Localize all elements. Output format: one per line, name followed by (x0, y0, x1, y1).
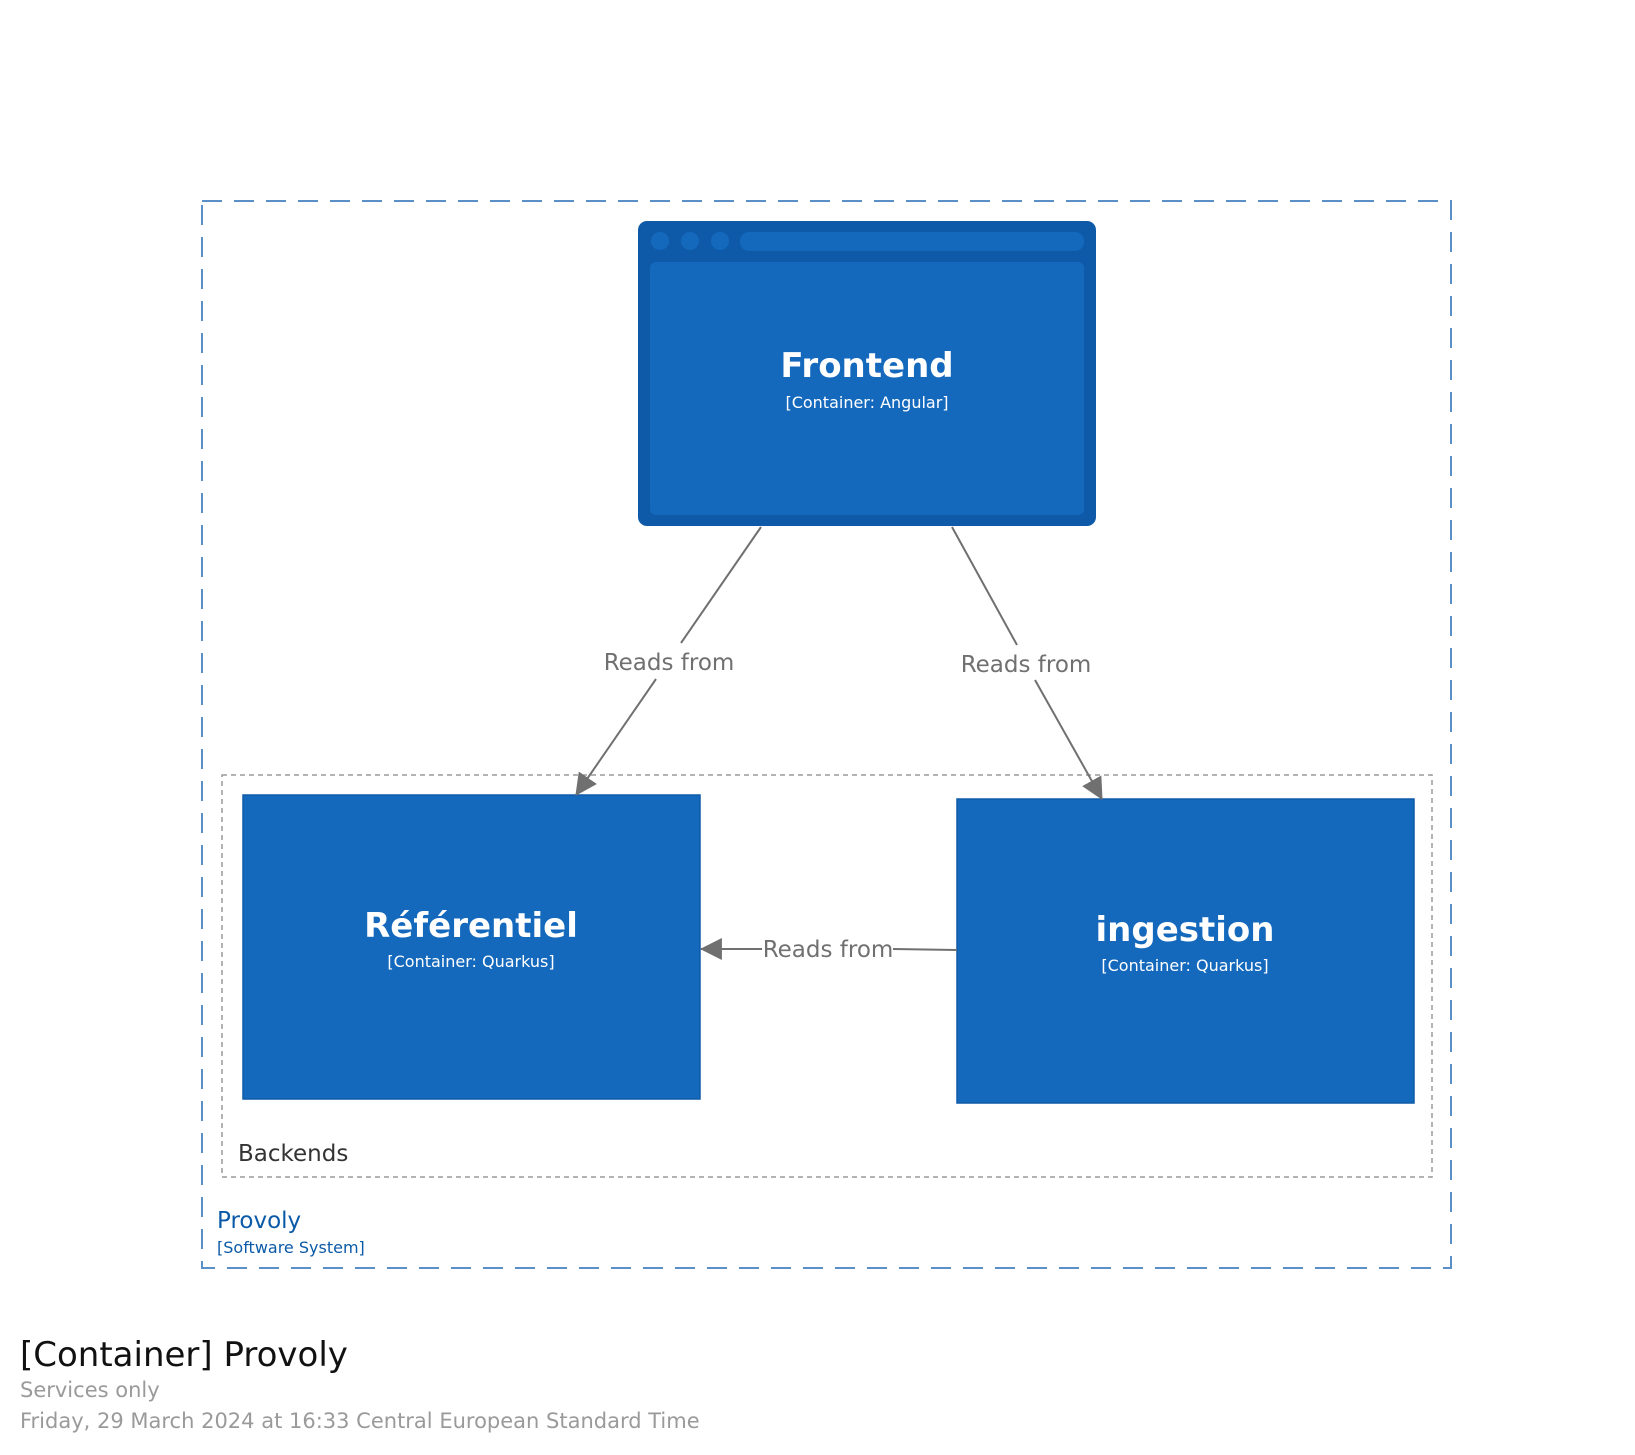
container-technology: [Container: Quarkus] (1101, 956, 1268, 975)
browser-dot-icon (651, 232, 669, 250)
relationship-frontend-referentiel[interactable]: Reads from (575, 526, 762, 796)
diagram-timestamp: Friday, 29 March 2024 at 16:33 Central E… (20, 1409, 700, 1433)
container-referentiel[interactable]: Référentiel [Container: Quarkus] (242, 794, 701, 1100)
diagram-description: Services only (20, 1378, 160, 1402)
backends-group[interactable]: Backends (221, 774, 1433, 1178)
diagram-title: [Container] Provoly (20, 1335, 348, 1375)
software-system-boundary[interactable]: Provoly [Software System] (201, 200, 1452, 1269)
container-frontend[interactable]: Frontend [Container: Angular] (638, 221, 1096, 526)
browser-address-bar (740, 232, 1084, 251)
container-ingestion[interactable]: ingestion [Container: Quarkus] (956, 798, 1415, 1104)
container-name: ingestion (1096, 910, 1275, 950)
browser-dot-icon (681, 232, 699, 250)
group-name: Backends (238, 1141, 348, 1167)
software-system-type: [Software System] (217, 1238, 365, 1257)
relationship-label: Reads from (961, 652, 1092, 678)
relationship-frontend-ingestion[interactable]: Reads from (951, 526, 1103, 800)
container-technology: [Container: Quarkus] (387, 952, 554, 971)
container-technology: [Container: Angular] (785, 393, 948, 412)
diagram-footer: [Container] Provoly Services only Friday… (20, 1335, 700, 1437)
browser-dot-icon (711, 232, 729, 250)
relationship-ingestion-referentiel[interactable]: Reads from (699, 937, 958, 963)
container-name: Frontend (780, 346, 953, 386)
relationship-label: Reads from (763, 937, 894, 963)
container-name: Référentiel (364, 906, 578, 946)
relationship-label: Reads from (604, 650, 735, 676)
software-system-name: Provoly (217, 1208, 301, 1234)
